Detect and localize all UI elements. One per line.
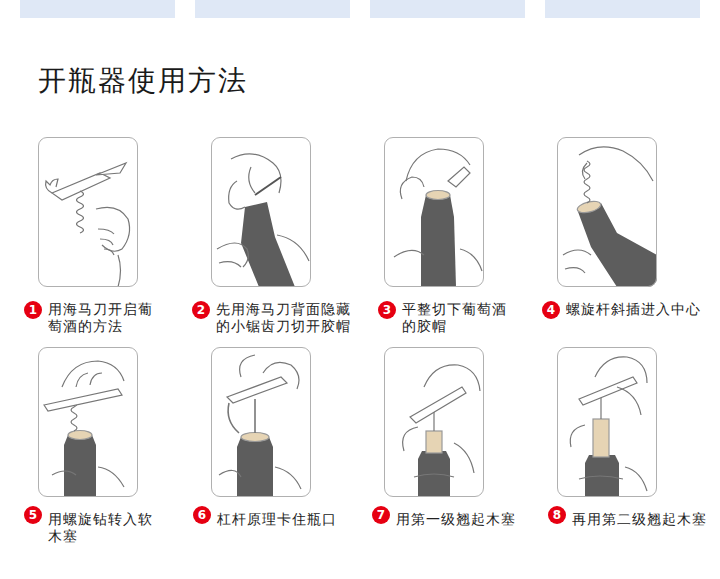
step-panel: 螺旋杆斜插进入中心 [557, 137, 657, 287]
cut-foil-sketch-part [217, 243, 248, 267]
step-panel: 先用海马刀背面隐藏的小锯齿刀切开胶帽 [211, 137, 311, 287]
first-lift-sketch [403, 365, 480, 497]
cut-foil-sketch-part [255, 177, 281, 195]
second-lift-sketch [570, 357, 647, 497]
callout-number: 6 [198, 509, 206, 521]
step-number: 1 [24, 301, 42, 319]
corkscrew-sketch-part [96, 163, 126, 175]
twist-screw-sketch-part [44, 389, 122, 411]
lever-sketch-part [219, 467, 301, 489]
cut-foil-sketch-part [241, 202, 295, 287]
insert-screw-sketch [563, 147, 657, 287]
lever-sketch-part [227, 377, 287, 403]
twist-screw-sketch-part [62, 361, 124, 387]
remove-foil-sketch-part [394, 249, 482, 271]
insert-screw-sketch-part [579, 147, 653, 181]
remove-foil-sketch-part [421, 195, 456, 287]
corkscrew-sketch-part [46, 179, 58, 193]
remove-foil-sketch-part [448, 167, 470, 187]
insert-screw-sketch-part [584, 161, 590, 203]
step-caption: 平整切下葡萄酒的胶帽 [402, 301, 508, 335]
first-lift-sketch-part [414, 474, 454, 477]
twist-screw-sketch-part [64, 435, 96, 497]
step-panel: 用螺旋钻转入软木塞 [38, 347, 138, 497]
corkscrew-sketch-part [77, 191, 84, 233]
insert-screw-sketch-part [582, 163, 587, 179]
twist-screw-sketch-part [52, 467, 124, 487]
step-number: 7 [372, 506, 390, 524]
step-caption: 用海马刀开启葡萄酒的方法 [48, 301, 154, 335]
remove-foil-sketch [394, 149, 482, 287]
step-caption: 杠杆原理卡住瓶口 [217, 511, 343, 528]
remove-foil-sketch-part [426, 191, 450, 200]
second-lift-sketch-part [570, 387, 641, 447]
cut-foil-sketch-part [277, 235, 309, 261]
step-caption: 再用第二级翘起木塞 [572, 511, 712, 528]
insert-screw-sketch-part [563, 250, 591, 273]
callout-number: 4 [547, 304, 555, 316]
step-panel: 平整切下葡萄酒的胶帽 [384, 137, 484, 287]
lever-sketch-part [254, 399, 256, 433]
remove-foil-sketch-part [400, 177, 424, 199]
first-lift-sketch-part [410, 387, 466, 423]
step-caption: 螺旋杆斜插进入中心 [566, 301, 706, 318]
first-lift-sketch-part [424, 365, 480, 391]
cut-foil-sketch [217, 154, 309, 287]
top-tabs-part [20, 0, 175, 18]
twist-screw-sketch-part [68, 431, 92, 440]
second-lift-sketch-part [600, 395, 601, 419]
step-caption: 先用海马刀背面隐藏的小锯齿刀切开胶帽 [216, 301, 352, 335]
lever-sketch-part [241, 433, 269, 442]
second-lift-sketch-part [579, 377, 637, 405]
top-tabs [20, 0, 700, 18]
callout-number: 7 [377, 509, 385, 521]
first-lift-sketch-part [426, 431, 442, 453]
second-lift-sketch-part [595, 357, 647, 383]
second-lift-sketch-part [579, 467, 647, 491]
twist-screw-sketch-part [76, 373, 102, 387]
lever-sketch-part [228, 403, 239, 433]
lever-sketch-part [240, 355, 299, 389]
callout-number: 8 [553, 509, 561, 521]
step-number: 3 [378, 301, 396, 319]
callout-number: 1 [29, 304, 37, 316]
lever-sketch-part [237, 437, 273, 497]
step-number: 6 [193, 506, 211, 524]
cut-foil-sketch-part [231, 154, 281, 193]
step-panel: 再用第二级翘起木塞 [557, 347, 657, 497]
callout-number: 3 [383, 304, 391, 316]
step-panel: 杠杆原理卡住瓶口 [211, 347, 311, 497]
first-lift-sketch-part [403, 427, 474, 473]
corkscrew-sketch-part [118, 255, 121, 287]
step-number: 5 [24, 506, 42, 524]
insert-screw-sketch-part [577, 203, 657, 287]
top-tabs-part [370, 0, 525, 18]
step-number: 4 [542, 301, 560, 319]
twist-screw-sketch [44, 361, 124, 497]
corkscrew-sketch-part [98, 229, 114, 255]
step-caption: 用螺旋钻转入软木塞 [48, 511, 154, 545]
step-panel: 用第一级翘起木塞 [384, 347, 484, 497]
step-number: 2 [192, 301, 210, 319]
step-number: 8 [548, 506, 566, 524]
step-caption: 用第一级翘起木塞 [396, 511, 522, 528]
step-panel: 用海马刀开启葡萄酒的方法 [38, 137, 138, 287]
callout-number: 2 [197, 304, 205, 316]
top-tabs-part [545, 0, 700, 18]
cut-foil-sketch-part [229, 167, 255, 209]
page-title: 开瓶器使用方法 [38, 62, 248, 100]
corkscrew-sketch [46, 163, 130, 287]
lever-sketch [219, 355, 301, 497]
second-lift-sketch-part [593, 419, 609, 457]
callout-number: 5 [29, 509, 37, 521]
top-tabs-part [195, 0, 350, 18]
